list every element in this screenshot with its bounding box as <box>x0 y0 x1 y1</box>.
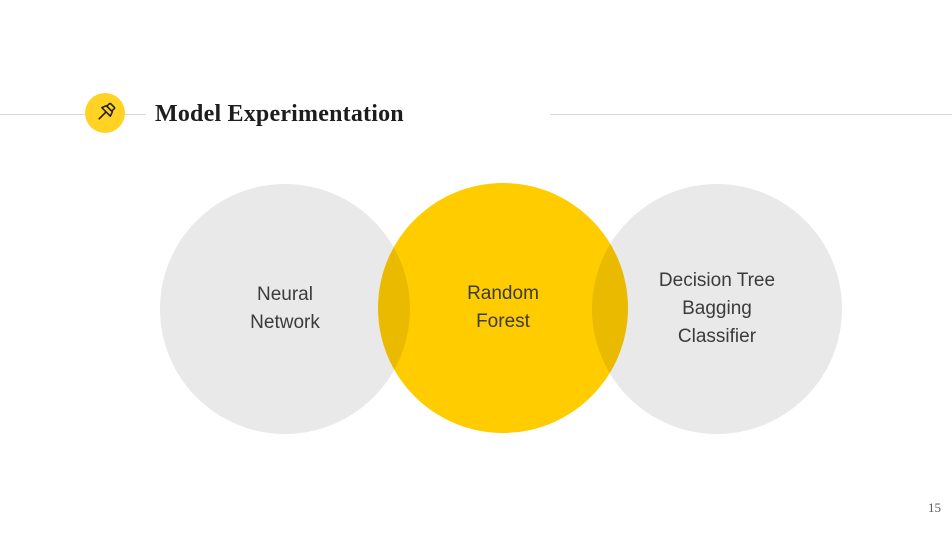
pushpin-icon <box>92 100 118 126</box>
slide-title: Model Experimentation <box>146 97 550 131</box>
page-number: 15 <box>928 500 941 515</box>
title-badge <box>85 93 125 133</box>
venn-circle-neural-network: Neural Network <box>160 184 410 434</box>
venn-label-neural-network: Neural Network <box>250 284 320 333</box>
venn-circle-random-forest: Random Forest <box>378 183 628 433</box>
venn-circle-decision-tree-bagging-classifier: Decision Tree Bagging Classifier <box>592 184 842 434</box>
venn-label-decision-tree-bagging-classifier: Decision Tree Bagging Classifier <box>658 270 776 347</box>
venn-label-random-forest: Random Forest <box>467 283 539 332</box>
